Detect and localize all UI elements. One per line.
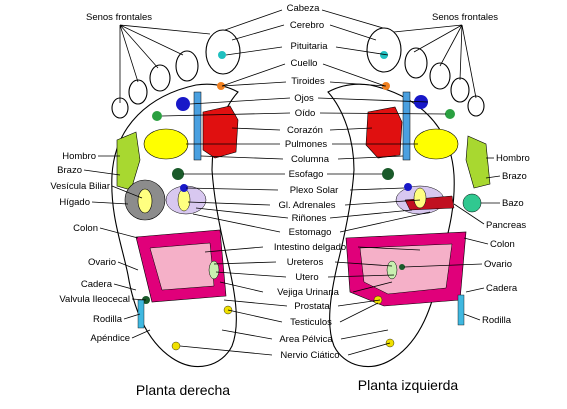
left-spleen-point xyxy=(462,193,482,213)
right-esophagus-point xyxy=(172,168,184,180)
label-vesicula-biliar: Vesícula Biliar xyxy=(50,181,110,192)
captions: Planta derecha Planta izquierda xyxy=(136,377,459,398)
label-ojos: Ojos xyxy=(294,93,314,104)
label-pancreas: Pancreas xyxy=(486,220,526,231)
labels-left-side: Senos frontales Hombro Brazo Vesícula Bi… xyxy=(50,12,152,344)
left-big-toe xyxy=(366,27,402,73)
label-ureteros: Ureteros xyxy=(287,257,324,268)
left-shoulder-zone xyxy=(465,135,491,189)
right-spine-bar xyxy=(193,91,202,161)
label-colon-right: Colon xyxy=(490,239,515,250)
left-bladder-zone xyxy=(386,260,398,280)
label-ovario-right: Ovario xyxy=(484,259,512,270)
left-toe-4 xyxy=(450,77,470,103)
right-eye-point xyxy=(176,97,190,111)
right-lung-zone xyxy=(143,128,189,160)
left-foot xyxy=(327,27,491,367)
right-toe-2 xyxy=(175,50,199,82)
label-gl-adrenales: Gl. Adrenales xyxy=(278,200,335,211)
left-toe-3 xyxy=(429,62,451,90)
label-ovario-left: Ovario xyxy=(88,257,116,268)
left-toe-2 xyxy=(404,47,428,79)
left-small-intestine xyxy=(359,243,453,295)
label-brazo-left: Brazo xyxy=(57,165,82,176)
right-small-intestine xyxy=(149,242,215,291)
left-knee-zone xyxy=(457,294,465,326)
leader-lines xyxy=(83,9,501,356)
left-adrenal-zone xyxy=(413,187,427,209)
right-shoulder-zone xyxy=(116,131,141,191)
label-vejiga-urinaria: Vejiga Urinaria xyxy=(277,287,339,298)
right-thyroid-point xyxy=(217,82,225,90)
label-apendice: Apéndice xyxy=(90,333,130,344)
label-tiroides: Tiroides xyxy=(291,76,325,87)
label-cerebro: Cerebro xyxy=(290,20,324,31)
label-cadera-right: Cadera xyxy=(486,283,518,294)
right-adrenal-zone xyxy=(177,188,191,212)
label-pulmones: Pulmones xyxy=(285,139,327,150)
caption-planta-derecha: Planta derecha xyxy=(136,382,230,398)
right-heart-zone xyxy=(202,105,239,159)
right-sciatic-point xyxy=(171,341,181,351)
label-oido: Oído xyxy=(295,108,316,119)
label-valvula-ileocecal: Valvula Ileocecal xyxy=(59,294,130,305)
caption-planta-izquierda: Planta izquierda xyxy=(358,377,459,393)
label-rodilla-left: Rodilla xyxy=(93,314,123,325)
label-pituitaria: Pituitaria xyxy=(291,41,329,52)
labels-center: Cabeza Cerebro Pituitaria Cuello Tiroide… xyxy=(274,3,346,361)
label-esofago: Esofago xyxy=(289,169,324,180)
label-cadera-left: Cadera xyxy=(81,279,113,290)
left-esophagus-point xyxy=(382,168,394,180)
left-pituitary-point xyxy=(380,51,388,59)
label-prostata: Prostata xyxy=(294,301,330,312)
label-area-pelvica: Area Pélvica xyxy=(279,334,333,345)
left-heart-zone xyxy=(365,106,403,159)
label-brazo-right: Brazo xyxy=(502,171,527,182)
label-hombro-right: Hombro xyxy=(496,153,530,164)
right-ear-point xyxy=(152,111,162,121)
right-bladder-zone xyxy=(208,260,220,280)
left-ovary-point xyxy=(399,264,405,270)
label-hombro-left: Hombro xyxy=(62,151,96,162)
label-plexo-solar: Plexo Solar xyxy=(290,185,339,196)
label-rodilla-right: Rodilla xyxy=(482,315,512,326)
right-pituitary-point xyxy=(218,51,226,59)
label-senos-frontales-left: Senos frontales xyxy=(86,12,152,23)
left-solar-plexus-point xyxy=(404,183,412,191)
left-ear-point xyxy=(445,109,455,119)
right-gallbladder-zone xyxy=(137,188,153,214)
label-columna: Columna xyxy=(291,154,330,165)
label-cuello: Cuello xyxy=(291,58,318,69)
label-testiculos: Testiculos xyxy=(290,317,332,328)
labels-right-side: Senos frontales Hombro Brazo Bazo Pancre… xyxy=(432,12,530,326)
label-senos-frontales-right: Senos frontales xyxy=(432,12,498,23)
label-bazo: Bazo xyxy=(502,198,524,209)
right-foot xyxy=(111,29,241,367)
label-intestino-delgado: Intestino delgado xyxy=(274,242,346,253)
label-rinones: Riñones xyxy=(292,213,327,224)
label-nervio-ciatico: Nervio Ciático xyxy=(280,350,339,361)
label-colon-left: Colon xyxy=(73,223,98,234)
right-solar-plexus-point xyxy=(180,184,188,192)
right-toe-3 xyxy=(149,64,171,92)
label-corazon: Corazón xyxy=(287,125,323,136)
label-higado: Hígado xyxy=(59,197,90,208)
left-lung-zone xyxy=(413,128,459,160)
label-cabeza: Cabeza xyxy=(287,3,320,14)
label-estomago: Estomago xyxy=(289,227,332,238)
left-toe-5 xyxy=(467,95,485,117)
left-spine-bar xyxy=(402,91,411,161)
right-toe-4 xyxy=(128,79,148,105)
label-utero: Utero xyxy=(295,272,318,283)
